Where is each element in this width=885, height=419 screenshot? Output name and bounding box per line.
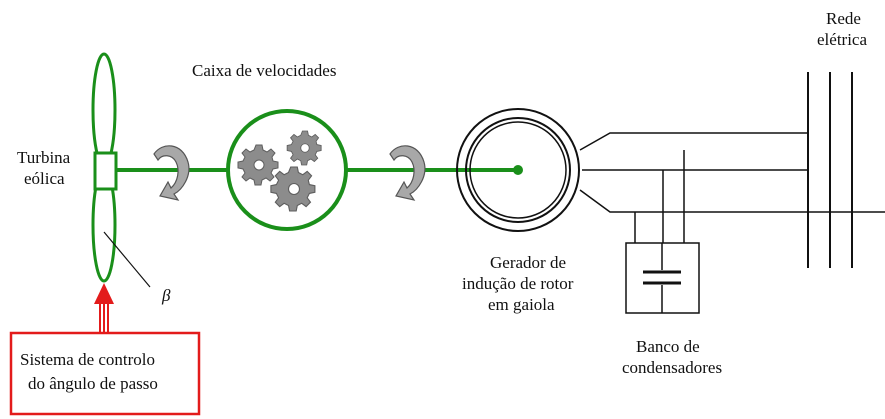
pitch-control-box	[9, 331, 201, 416]
pitch-control-label-line2: do ângulo de passo	[28, 374, 158, 393]
rotation-arrow-icon	[153, 145, 190, 201]
up-arrow-icon	[94, 283, 114, 333]
generator-label-line3: em gaiola	[488, 295, 555, 314]
generator-outer-ring	[456, 108, 580, 232]
gearbox-label: Caixa de velocidades	[192, 61, 336, 80]
capacitor-label-line1: Banco de	[636, 337, 700, 356]
grid-label-line2: elétrica	[817, 30, 867, 49]
generator-stator-ring	[465, 117, 571, 223]
grid-bus	[807, 72, 853, 268]
beta-symbol: β	[161, 286, 171, 305]
generator-label-line1: Gerador de	[490, 253, 566, 272]
turbine-blade-top	[91, 52, 117, 168]
turbine-label-line1: Turbina	[17, 148, 71, 167]
turbine-hub	[93, 151, 118, 191]
rotation-arrow-icon	[389, 145, 426, 201]
generator-shaft-dot	[513, 165, 523, 175]
pitch-control-label-line1: Sistema de controlo	[20, 350, 155, 369]
beta-pointer-line	[103, 231, 151, 288]
capacitor-bank	[625, 150, 700, 314]
turbine-label-line2: eólica	[24, 169, 65, 188]
turbine-blades	[91, 52, 118, 283]
three-phase-lines	[579, 132, 885, 213]
grid-label-line1: Rede	[826, 9, 861, 28]
generator-rotor	[469, 121, 567, 219]
generator-label-line2: indução de rotor	[462, 274, 574, 293]
capacitor-label-line2: condensadores	[622, 358, 722, 377]
